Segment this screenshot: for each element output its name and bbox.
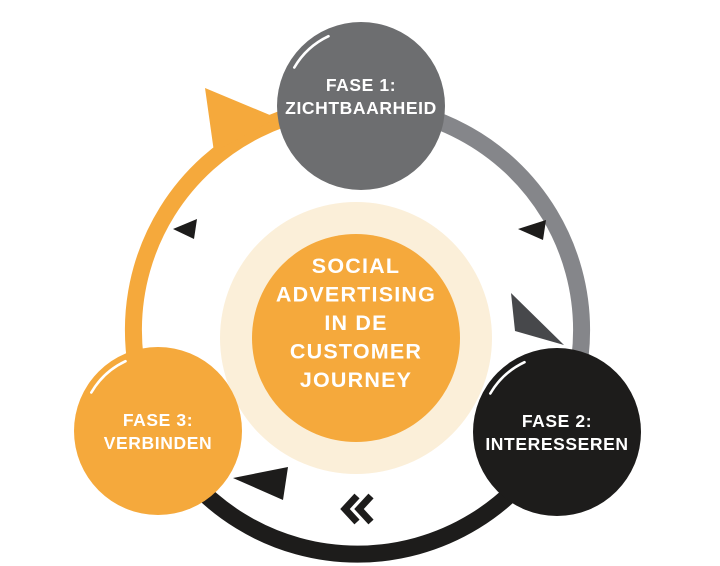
arrowhead-into-fase2-icon xyxy=(511,293,564,345)
fase-3-label-line2: VERBINDEN xyxy=(104,433,212,453)
arrowhead-into-fase3-icon xyxy=(233,467,288,500)
right-arrow-marker-icon xyxy=(518,220,546,240)
fase-1-gloss-icon xyxy=(293,34,330,69)
center-title-line4: CUSTOMER xyxy=(290,340,422,364)
center-title-line5: JOURNEY xyxy=(300,368,412,392)
fase-2-circle xyxy=(473,348,641,516)
phase-circle-fase-3: FASE 3: VERBINDEN xyxy=(74,347,242,515)
center-title-line1: SOCIAL xyxy=(312,254,400,278)
fase-3-gloss-icon xyxy=(90,359,127,394)
fase-1-label-line2: ZICHTBAARHEID xyxy=(285,98,437,118)
fase-1-label-line1: FASE 1: xyxy=(326,75,396,95)
center-title-line2: ADVERTISING xyxy=(276,283,436,307)
fase-2-gloss-icon xyxy=(489,360,526,395)
fase-3-circle xyxy=(74,347,242,515)
center-circle-group: SOCIAL ADVERTISING IN DE CUSTOMER JOURNE… xyxy=(252,234,460,442)
phase-circle-fase-2: FASE 2: INTERESSEREN xyxy=(473,348,641,516)
chevron-left-icon xyxy=(354,493,374,525)
bottom-double-chevron-icon xyxy=(340,493,374,525)
fase-2-label-line2: INTERESSEREN xyxy=(485,434,628,454)
center-circle xyxy=(252,234,460,442)
fase-3-label-line1: FASE 3: xyxy=(123,410,193,430)
fase-1-circle xyxy=(277,22,445,190)
phase-circle-fase-1: FASE 1: ZICHTBAARHEID xyxy=(277,22,445,190)
center-title-line3: IN DE xyxy=(324,311,387,335)
arrowhead-into-fase1-icon xyxy=(205,88,277,152)
left-arrow-marker-icon xyxy=(173,219,197,239)
fase-2-label-line1: FASE 2: xyxy=(522,411,592,431)
chevron-left-icon xyxy=(340,493,360,525)
